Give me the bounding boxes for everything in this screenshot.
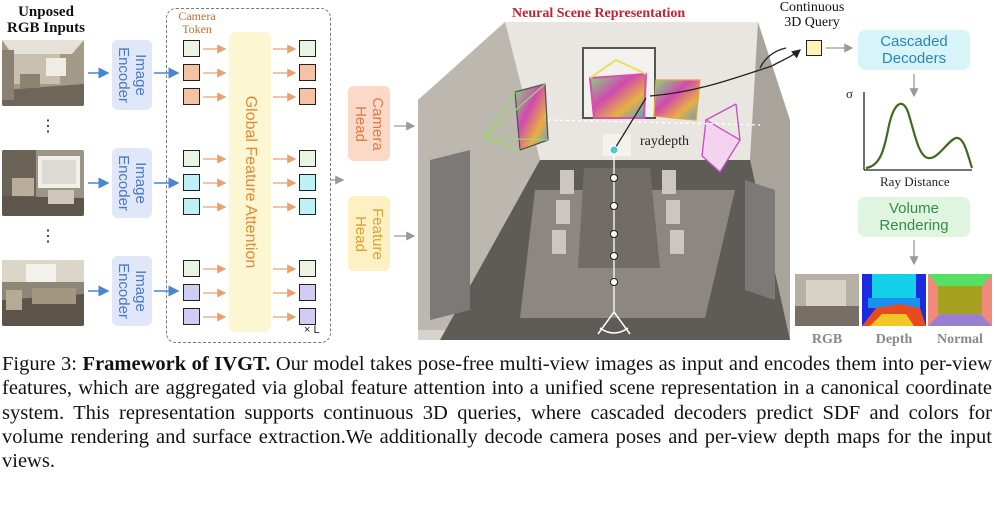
- framework-diagram: Unposed RGB Inputs ⋮ ⋮: [0, 0, 992, 347]
- density-plot: [863, 92, 974, 171]
- inputs-title-line1: Unposed: [18, 4, 74, 20]
- token-v3-b-out: [299, 308, 316, 325]
- caption-prefix: Figure 3:: [2, 353, 83, 375]
- global-feature-attention: Global Feature Attention: [229, 32, 271, 332]
- token-v3-a-in: [183, 284, 200, 301]
- input-image-3: [2, 260, 84, 326]
- token-v3-cam-in: [183, 260, 200, 277]
- token-v2-a-in: [183, 174, 200, 191]
- token-v2-b-out: [299, 198, 316, 215]
- diagram-graphics: [88, 22, 992, 340]
- scene-title: Neural Scene Representation: [512, 6, 686, 21]
- token-v1-a-out: [299, 64, 316, 81]
- ellipsis-2: ⋮: [40, 228, 56, 245]
- output-rgb-label: RGB: [811, 332, 843, 347]
- caption-body: Our model takes pose-free multi-view ima…: [2, 353, 992, 473]
- sigma-label: σ: [846, 86, 854, 101]
- token-v2-a-out: [299, 174, 316, 191]
- token-v2-b-in: [183, 198, 200, 215]
- figure-caption: Figure 3: Framework of IVGT. Our model t…: [2, 352, 992, 473]
- attention-module-box: [166, 8, 331, 343]
- token-v1-a-in: [183, 64, 200, 81]
- token-v3-cam-out: [299, 260, 316, 277]
- inputs-title-line2: RGB Inputs: [7, 20, 85, 36]
- ray-distance-label: Ray Distance: [880, 174, 950, 189]
- token-v1-cam-in: [183, 40, 200, 57]
- room-scene: [418, 22, 790, 340]
- input-image-2: [2, 150, 84, 216]
- raydepth-label: raydepth: [640, 134, 689, 149]
- output-normal-label: Normal: [937, 332, 983, 347]
- token-v2-cam-in: [183, 150, 200, 167]
- caption-title: Framework of IVGT.: [82, 353, 271, 375]
- ray-line: [597, 97, 647, 335]
- token-v3-a-out: [299, 284, 316, 301]
- token-v1-cam-out: [299, 40, 316, 57]
- output-depth-label: Depth: [875, 332, 913, 347]
- token-v3-b-in: [183, 308, 200, 325]
- token-v1-b-out: [299, 88, 316, 105]
- input-image-1: [2, 40, 84, 106]
- token-v2-cam-out: [299, 150, 316, 167]
- output-images: [795, 274, 992, 326]
- inputs-title: Unposed RGB Inputs: [0, 4, 92, 36]
- ellipsis-1: ⋮: [40, 118, 56, 135]
- repeat-label: × L: [304, 324, 320, 336]
- token-v1-b-in: [183, 88, 200, 105]
- query-token: [806, 40, 822, 56]
